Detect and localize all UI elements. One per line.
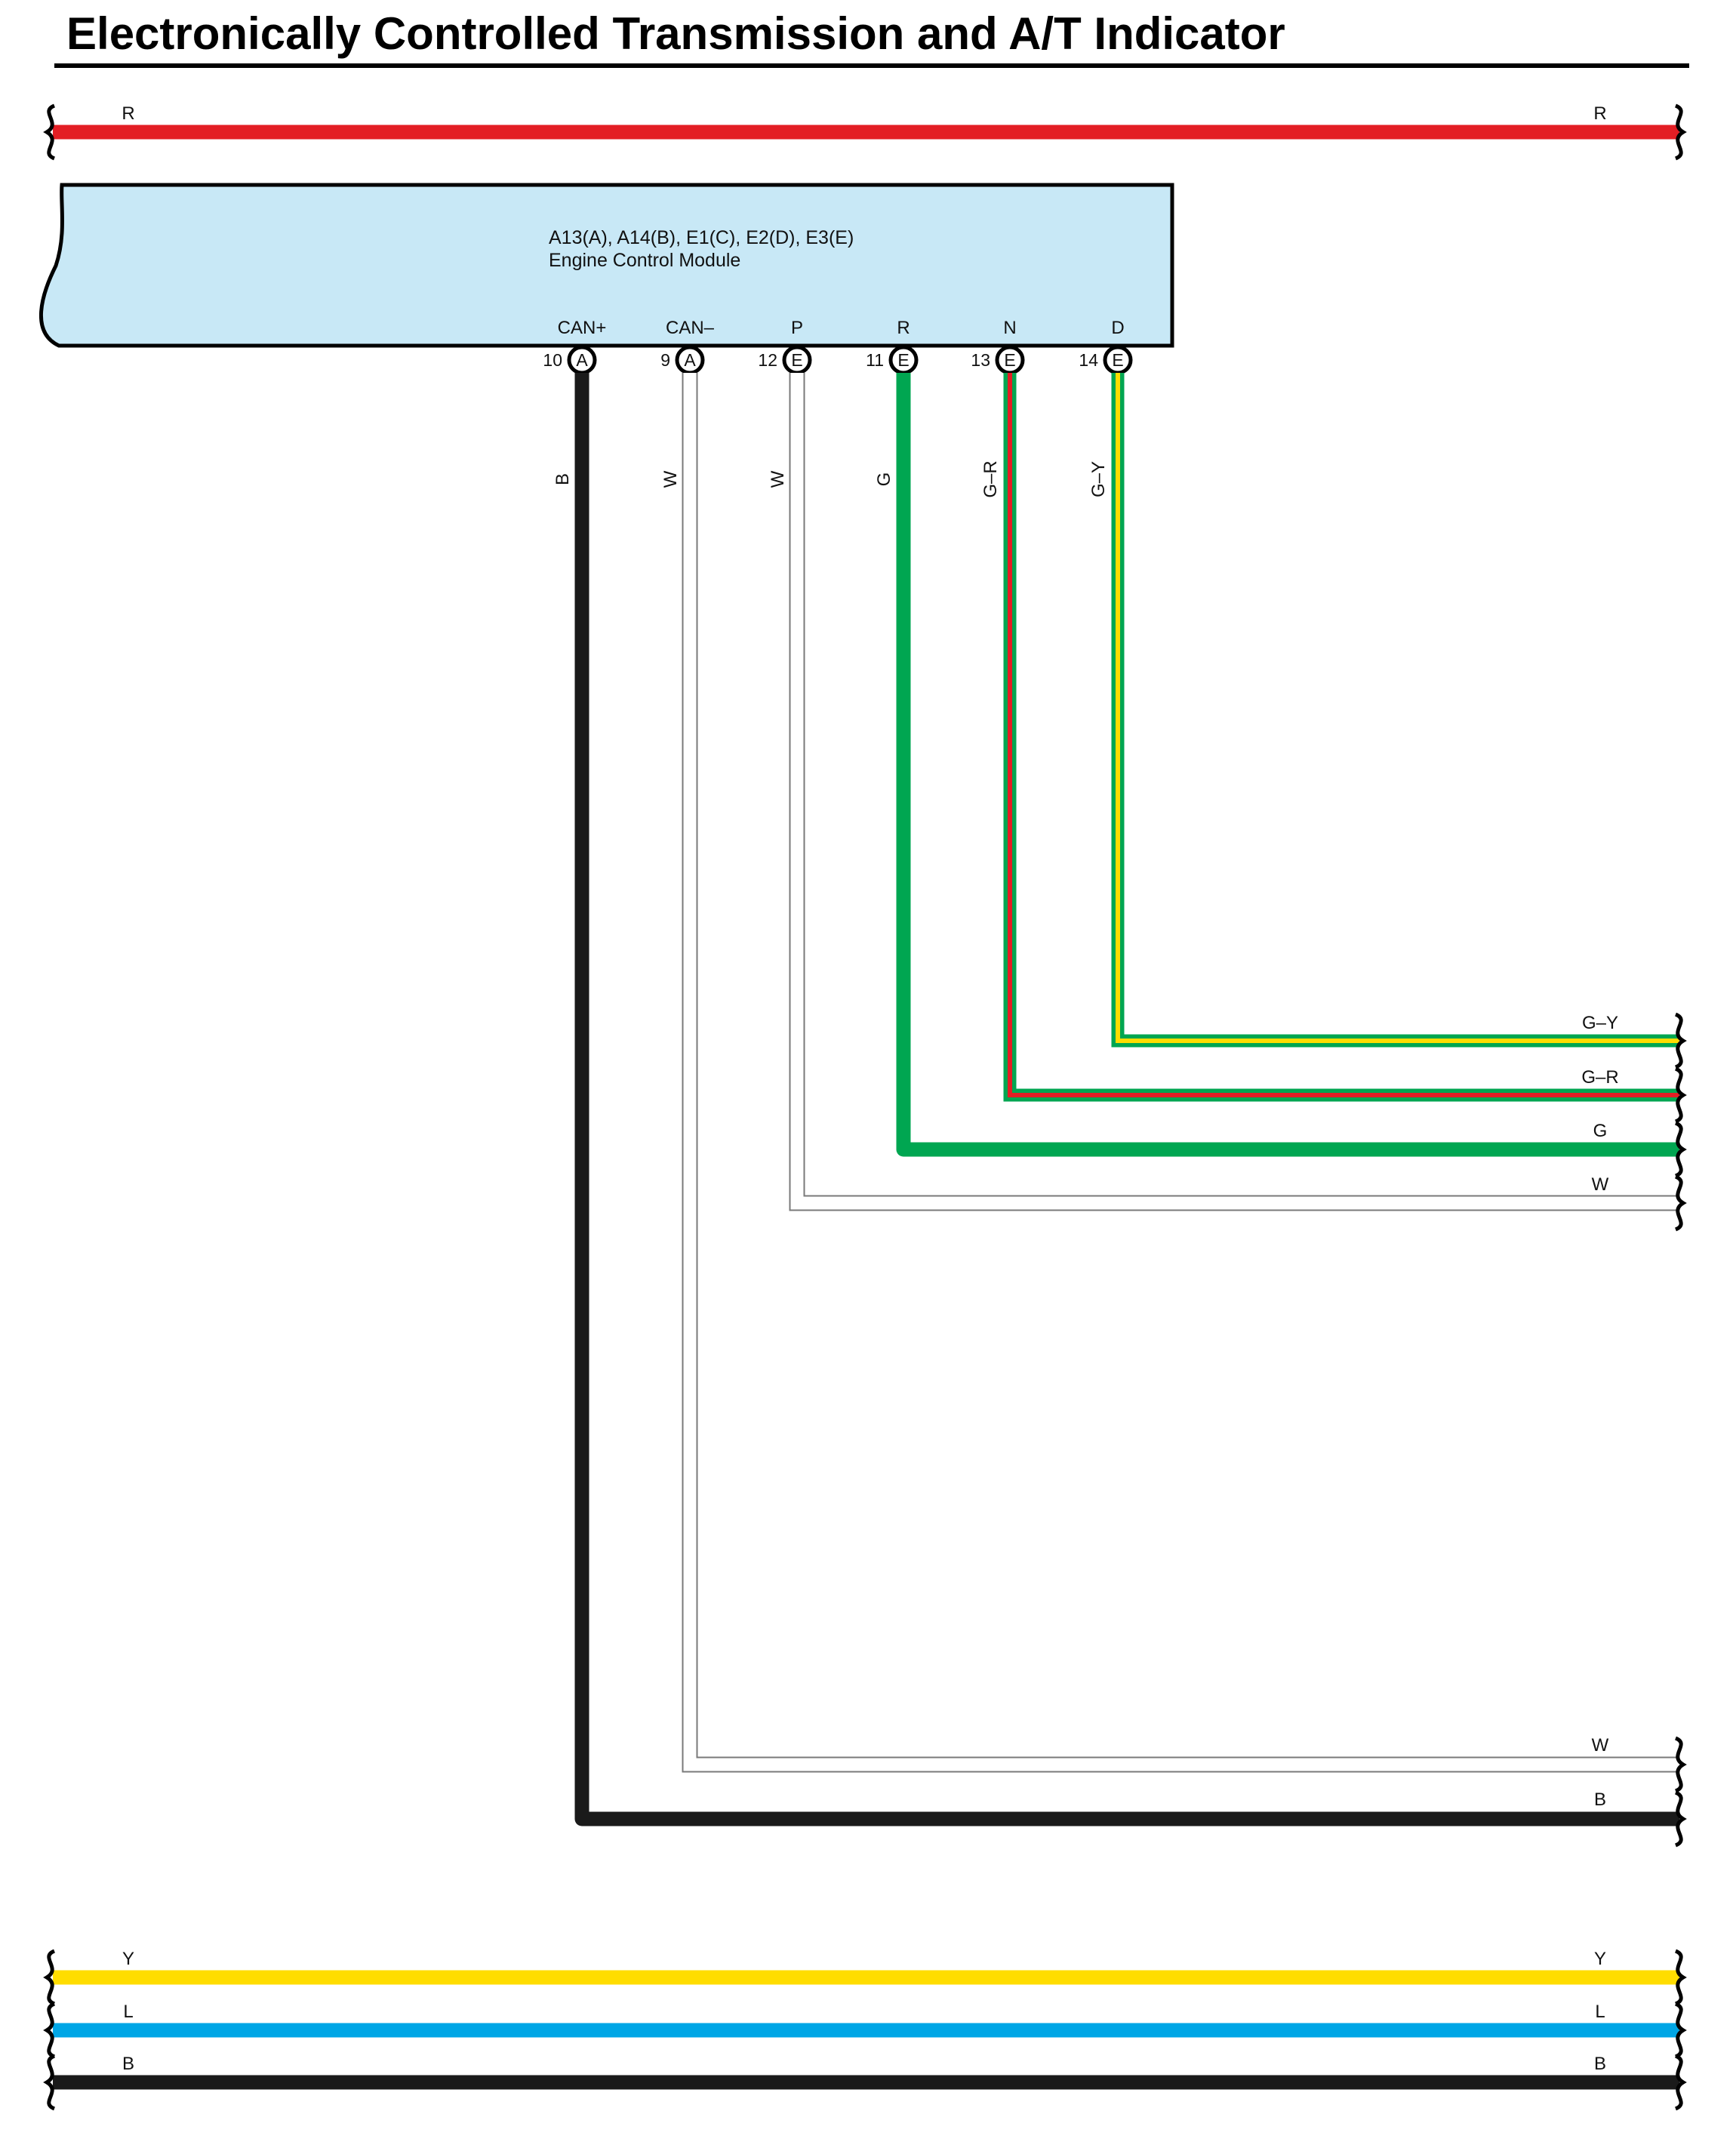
bus-label-left: Y: [122, 1949, 134, 1969]
bottom-bus-l: L L: [43, 2002, 1687, 2059]
wire-stripe: [1008, 373, 1679, 1097]
break-mark-right: [1674, 1121, 1687, 1178]
exit-label-r: G: [1593, 1121, 1608, 1141]
pin-connector-letter: E: [1112, 350, 1123, 370]
pin-connector-letter: E: [791, 350, 802, 370]
wire-outline: [682, 373, 1679, 1773]
wire-fill: [683, 373, 1679, 1771]
break-mark-left: [43, 2054, 56, 2111]
bus-label-right: B: [1594, 2054, 1606, 2074]
break-mark-right: [1674, 2054, 1687, 2111]
break-mark-right: [1674, 1949, 1687, 2006]
bus-label-left: B: [122, 2054, 134, 2074]
exit-label-can-minus: W: [1592, 1735, 1609, 1756]
break-mark-left: [43, 2002, 56, 2059]
wire-n-gr: G–R: [980, 373, 1679, 1102]
break-mark-right: [1674, 2002, 1687, 2059]
module-name: Engine Control Module: [549, 250, 740, 271]
wire-label-vertical: G–Y: [1088, 461, 1109, 497]
page-title: Electronically Controlled Transmission a…: [66, 8, 1285, 59]
break-mark-right: [1674, 1066, 1687, 1124]
break-mark-right: [1674, 1736, 1687, 1793]
wire-outline: [789, 373, 1679, 1211]
bus-label-right: L: [1595, 2002, 1605, 2022]
pin-p: P 12 E: [758, 318, 812, 375]
exit-label-d: G–Y: [1582, 1013, 1618, 1033]
module-box: [39, 183, 1174, 348]
pin-d: D 14 E: [1079, 318, 1133, 375]
wire-stripe: [1116, 373, 1679, 1043]
pin-number: 10: [543, 350, 562, 370]
exit-label-p: W: [1592, 1174, 1609, 1195]
exit-label-can-plus: B: [1594, 1789, 1606, 1810]
top-bus-label-right: R: [1593, 103, 1606, 124]
top-bus-label-left: R: [122, 103, 134, 124]
exit-label-n: G–R: [1581, 1067, 1618, 1088]
pin-connector-letter: A: [576, 350, 588, 370]
pin-signal-label: P: [791, 318, 803, 338]
wire-p-w: W: [768, 373, 1679, 1211]
wire-label-vertical: W: [660, 470, 681, 488]
top-power-bus: R R: [43, 103, 1687, 161]
wire-d-gy: G–Y: [1088, 373, 1679, 1048]
wire-outer: [1111, 373, 1679, 1048]
break-mark-left: [43, 103, 56, 161]
pin-number: 14: [1079, 350, 1098, 370]
pin-number: 12: [758, 350, 777, 370]
pin-number: 11: [866, 350, 884, 370]
wire-outer: [896, 373, 1679, 1157]
pin-signal-label: CAN+: [558, 318, 607, 338]
pin-signal-label: D: [1111, 318, 1124, 338]
module-connectors: A13(A), A14(B), E1(C), E2(D), E3(E): [549, 227, 854, 248]
wire-can-plus-b: B: [553, 373, 1679, 1826]
pin-connector-letter: A: [684, 350, 696, 370]
pin-signal-label: CAN–: [666, 318, 715, 338]
wire-can-minus-w: W: [660, 373, 1679, 1773]
pin-signal-label: N: [1003, 318, 1016, 338]
pin-r: R 11 E: [866, 318, 919, 375]
pin-signal-label: R: [897, 318, 910, 338]
pin-connector-letter: E: [897, 350, 909, 370]
wire-label-vertical: G–R: [980, 460, 1001, 497]
wire-label-vertical: B: [553, 473, 573, 485]
pin-n: N 13 E: [971, 318, 1025, 375]
wire-outer: [1003, 373, 1679, 1102]
break-mark-right: [1674, 1174, 1687, 1232]
wire-outer: [574, 373, 1679, 1826]
engine-control-module: A13(A), A14(B), E1(C), E2(D), E3(E) Engi…: [39, 183, 1174, 348]
bus-label-right: Y: [1594, 1949, 1606, 1969]
wire-label-vertical: W: [768, 470, 788, 488]
break-mark-right: [1674, 1012, 1687, 1069]
wire-r-g: G: [874, 373, 1679, 1157]
pin-number: 9: [660, 350, 670, 370]
wire-label-vertical: G: [874, 472, 894, 487]
pin-connector-letter: E: [1004, 350, 1015, 370]
break-mark-left: [43, 1949, 56, 2006]
break-mark-right: [1674, 103, 1687, 161]
break-mark-right: [1674, 1790, 1687, 1848]
pin-number: 13: [971, 350, 990, 370]
bottom-bus-b: B B: [43, 2054, 1687, 2111]
pin-can-plus: CAN+ 10 A: [543, 318, 607, 375]
bottom-bus-y: Y Y: [43, 1949, 1687, 2006]
wire-fill: [790, 373, 1679, 1210]
bus-label-left: L: [123, 2002, 133, 2022]
